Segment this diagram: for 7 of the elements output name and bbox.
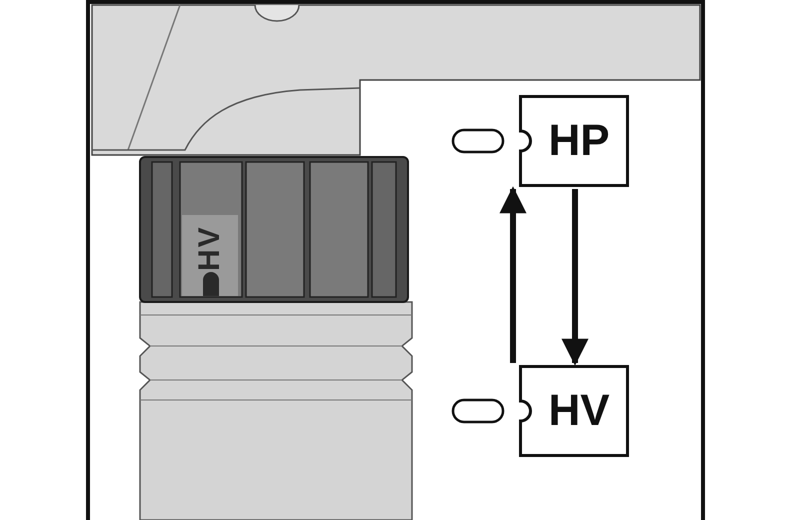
- mode-label: HP: [547, 115, 611, 167]
- knob-marking: HV: [192, 224, 227, 273]
- arrow: [562, 189, 588, 366]
- mode-box: [519, 365, 629, 457]
- mode-box: [519, 95, 629, 187]
- mode-label: HV: [547, 385, 611, 437]
- arrow: [500, 186, 526, 363]
